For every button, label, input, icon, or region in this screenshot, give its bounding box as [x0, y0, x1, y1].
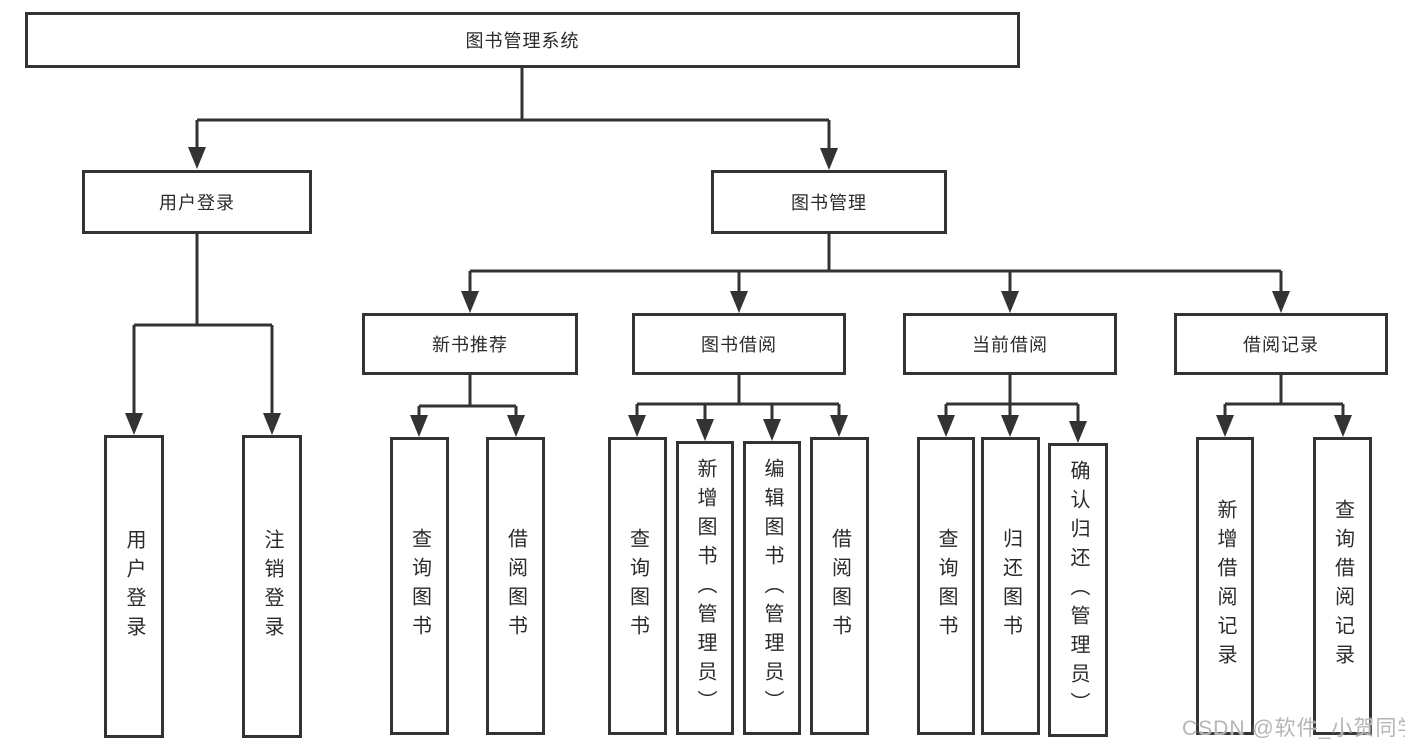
leaf-current-confirm-return-admin: 确认归还（管理员） — [1048, 443, 1108, 737]
leaf-user-login: 用户登录 — [104, 435, 164, 738]
leaf-recommend-query-books: 查询图书 — [390, 437, 449, 735]
leaf-records-add-record-label: 新增借阅记录 — [1214, 499, 1236, 673]
leaf-borrow-query-books: 查询图书 — [608, 437, 667, 735]
node-borrowing-records: 借阅记录 — [1174, 313, 1388, 375]
leaf-borrow-borrow-books-label: 借阅图书 — [828, 528, 851, 644]
node-library-management-system-label: 图书管理系统 — [465, 31, 580, 51]
leaf-borrow-edit-book-admin-label: 编辑图书（管理员） — [761, 457, 783, 719]
leaf-current-confirm-return-admin-label: 确认归还（管理员） — [1067, 459, 1089, 721]
leaf-current-query-books: 查询图书 — [917, 437, 975, 735]
node-new-book-recommend: 新书推荐 — [362, 313, 578, 375]
leaf-recommend-borrow-books-label: 借阅图书 — [504, 528, 527, 644]
node-borrowing-records-label: 借阅记录 — [1243, 335, 1319, 355]
node-book-borrowing-label: 图书借阅 — [701, 335, 777, 355]
leaf-logout-label: 注销登录 — [261, 528, 283, 645]
leaf-current-return-books: 归还图书 — [981, 437, 1040, 735]
connector-arrowheads — [125, 147, 1352, 443]
leaf-current-query-books-label: 查询图书 — [935, 528, 957, 644]
leaf-records-query-record: 查询借阅记录 — [1313, 437, 1372, 735]
leaf-records-add-record: 新增借阅记录 — [1196, 437, 1254, 735]
node-user-login-label: 用户登录 — [159, 193, 235, 213]
leaf-logout: 注销登录 — [242, 435, 302, 738]
leaf-user-login-label: 用户登录 — [123, 528, 145, 645]
leaf-borrow-add-book-admin-label: 新增图书（管理员） — [694, 457, 716, 719]
node-book-management: 图书管理 — [711, 170, 947, 234]
leaf-borrow-edit-book-admin: 编辑图书（管理员） — [743, 441, 801, 735]
leaf-borrow-query-books-label: 查询图书 — [626, 528, 649, 644]
node-current-borrowing: 当前借阅 — [903, 313, 1117, 375]
connector-lines — [132, 68, 1345, 424]
leaf-current-return-books-label: 归还图书 — [999, 528, 1022, 644]
node-book-borrowing: 图书借阅 — [632, 313, 846, 375]
leaf-recommend-query-books-label: 查询图书 — [408, 528, 431, 644]
leaf-borrow-add-book-admin: 新增图书（管理员） — [676, 441, 734, 735]
csdn-watermark: CSDN @软件_小贺同学 — [1182, 717, 1405, 740]
node-book-management-label: 图书管理 — [791, 193, 867, 213]
node-user-login: 用户登录 — [82, 170, 312, 234]
leaf-recommend-borrow-books: 借阅图书 — [486, 437, 545, 735]
node-current-borrowing-label: 当前借阅 — [972, 335, 1048, 355]
node-new-book-recommend-label: 新书推荐 — [432, 335, 508, 355]
leaf-borrow-borrow-books: 借阅图书 — [810, 437, 869, 735]
node-library-management-system: 图书管理系统 — [25, 12, 1020, 68]
leaf-records-query-record-label: 查询借阅记录 — [1331, 499, 1354, 673]
